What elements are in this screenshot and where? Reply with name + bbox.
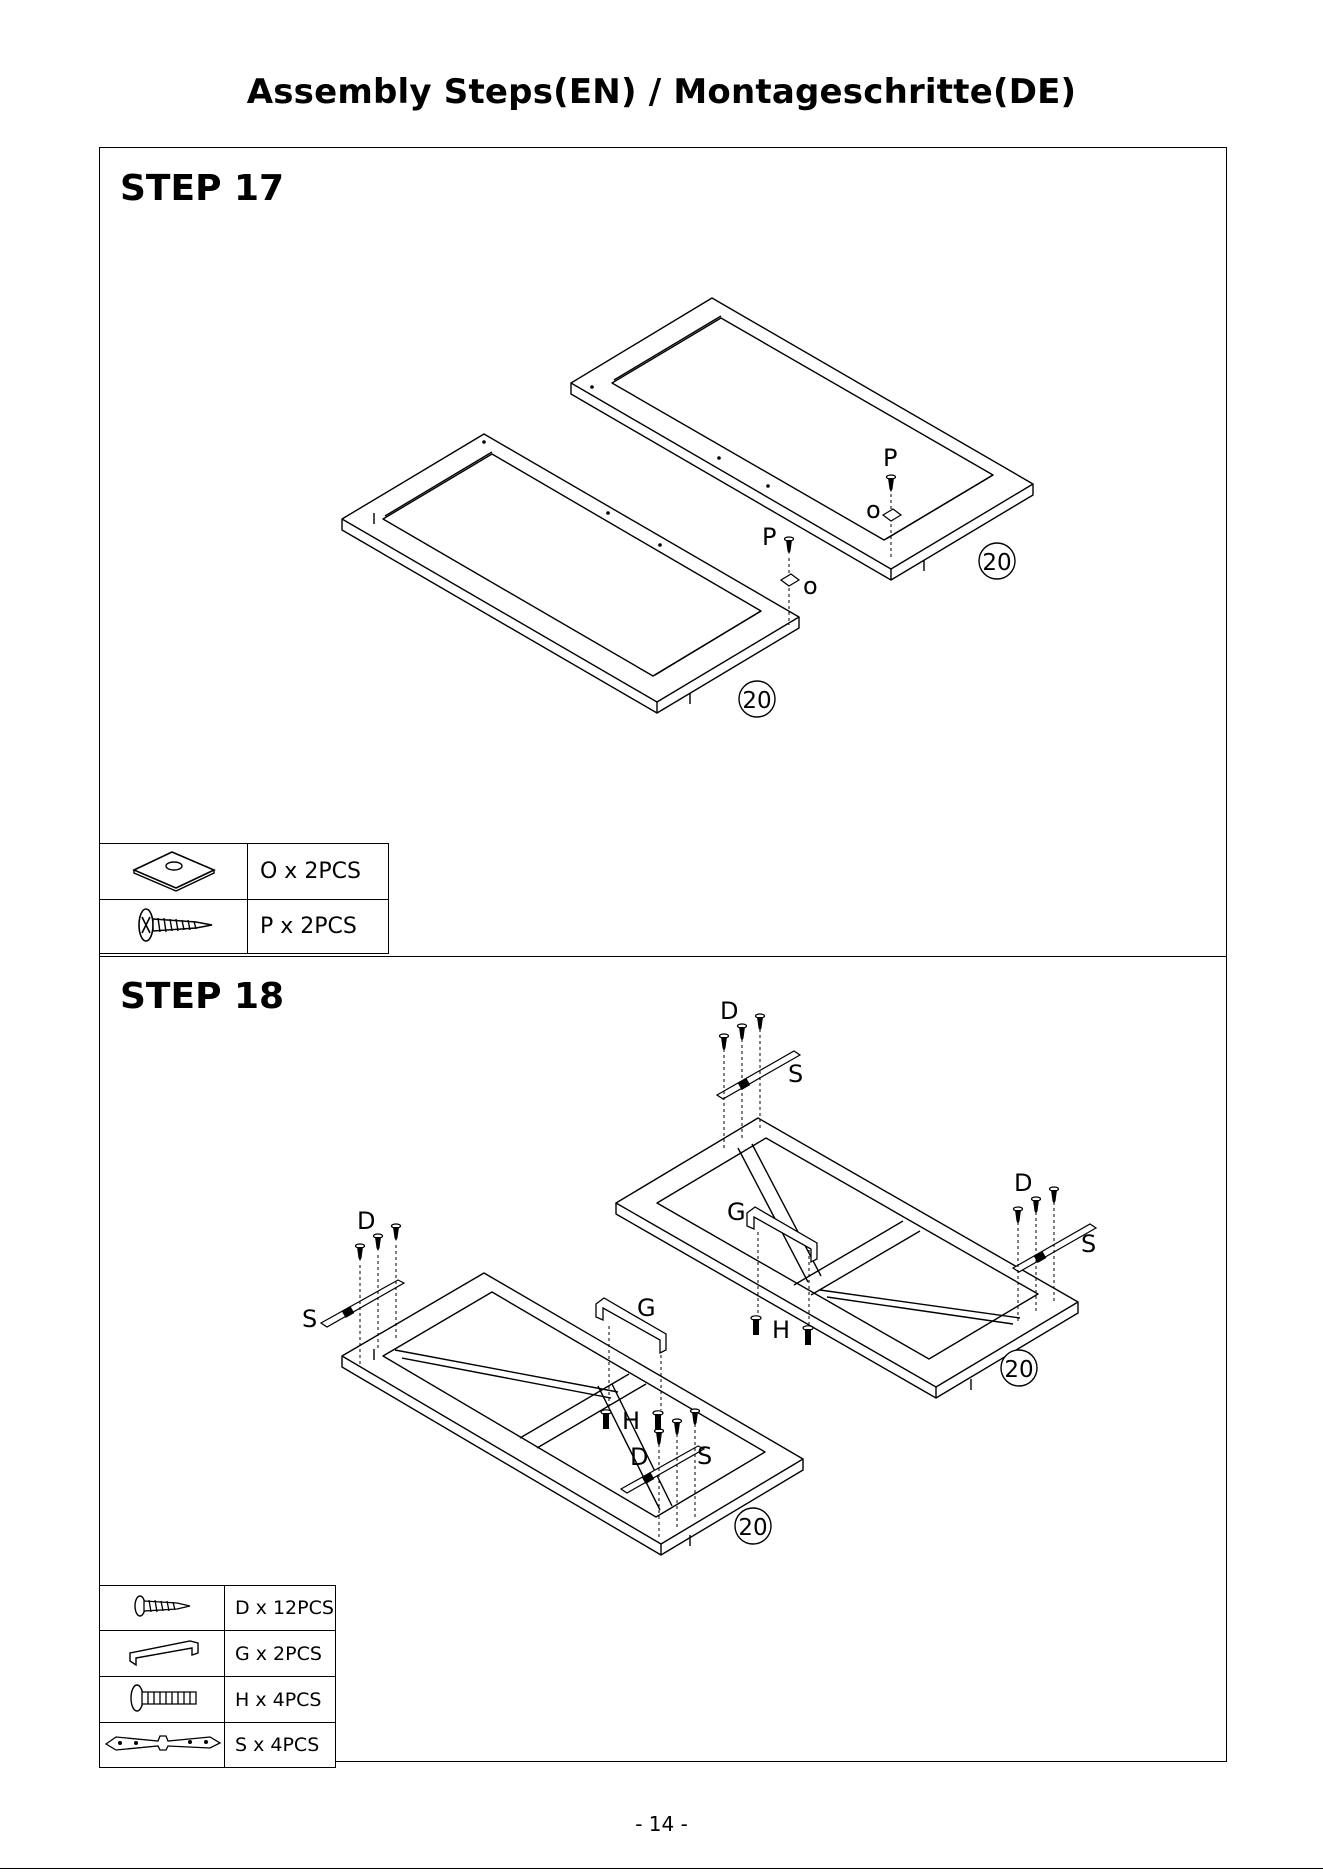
step18-screw-callout-2: D (720, 997, 738, 1025)
step18-handle-callout-1: G (637, 1294, 656, 1322)
part-s-label: S x 4PCS (225, 1723, 336, 1768)
step18-panel-callout-right: 20 (1004, 1357, 1033, 1383)
step17-plate-callout-left: o (803, 572, 818, 600)
part-h-label: H x 4PCS (225, 1677, 336, 1723)
step17-plate-callout-right: o (866, 496, 881, 524)
plate-icon (100, 844, 248, 900)
step18-panel-left (342, 1273, 803, 1555)
part-p-label: P x 2PCS (248, 900, 389, 954)
step17-screw-callout-right: P (883, 444, 897, 472)
part-d-label: D x 12PCS (225, 1586, 336, 1631)
page-number: - 14 - (0, 1812, 1323, 1836)
bottom-rule (0, 1868, 1323, 1869)
part-g-label: G x 2PCS (225, 1631, 336, 1677)
bolt-icon (100, 1677, 225, 1723)
step17-parts-table: O x 2PCS P x 2PCS (99, 843, 389, 954)
step18-hinge-callout-1: S (302, 1305, 317, 1333)
step18-handle-callout-2: G (727, 1198, 746, 1226)
step17-panel-callout-right: 20 (982, 550, 1011, 576)
step18-screw-callout-3: D (1014, 1169, 1032, 1197)
step18-bolt-callout-2: H (772, 1316, 790, 1344)
part-o-label: O x 2PCS (248, 844, 389, 900)
step18-screw-callout-4: D (630, 1443, 648, 1471)
screw-icon (100, 900, 248, 954)
step18-hinge-callout-4: S (697, 1442, 712, 1470)
step17-screw-callout-left: P (762, 523, 776, 551)
step18-hinge-callout-2: S (788, 1060, 803, 1088)
step18-parts-table: D x 12PCS G x 2PCS H x 4PCS (99, 1585, 336, 1768)
hinge-icon (100, 1723, 225, 1768)
step17-panel-callout-left: 20 (742, 688, 771, 714)
step18-bolt-callout-1: H (622, 1407, 640, 1435)
step18-hinge-callout-3: S (1081, 1230, 1096, 1258)
handle-icon (100, 1631, 225, 1677)
step18-screw-callout-1: D (357, 1207, 375, 1235)
screw-icon (100, 1586, 225, 1631)
step18-panel-callout-left: 20 (738, 1515, 767, 1541)
